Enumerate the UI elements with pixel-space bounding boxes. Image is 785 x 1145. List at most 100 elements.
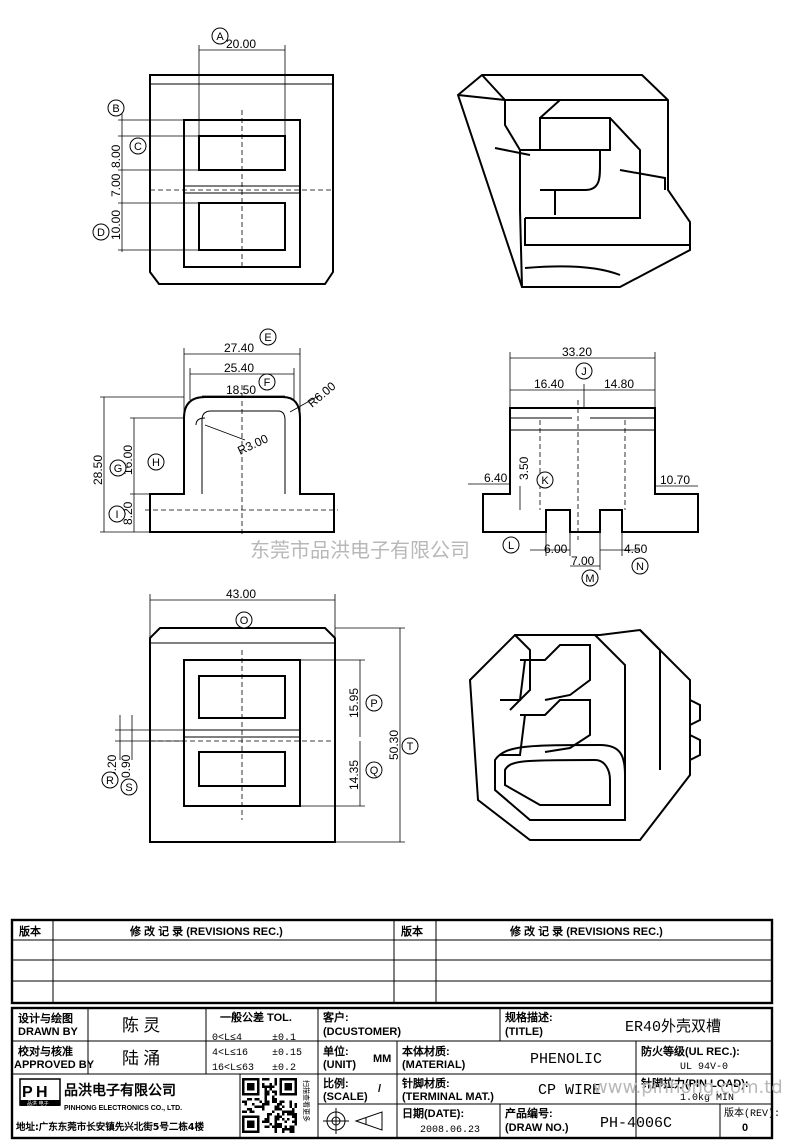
callout-r: R xyxy=(101,771,119,789)
label-unit-cn: 单位: xyxy=(323,1044,349,1058)
callout-h: H xyxy=(147,453,165,471)
scale-value: / xyxy=(378,1083,381,1095)
label-checked-en: APPROVED BY xyxy=(14,1059,95,1071)
dim-4-5: 4.50 xyxy=(624,542,648,556)
callout-n: N xyxy=(631,557,649,575)
label-material-en: (MATERIAL) xyxy=(402,1059,466,1071)
rev-col-rec-left: 修 改 记 录 (REVISIONS REC.) xyxy=(129,924,283,938)
tol-title: 一般公差 TOL. xyxy=(220,1010,292,1024)
label-checked-cn: 校对与核准 xyxy=(18,1044,73,1058)
label-terminal-cn: 针脚材质: xyxy=(402,1076,450,1090)
dim-25-4: 25.40 xyxy=(224,361,254,375)
label-drawno-en: (DRAW NO.) xyxy=(505,1122,569,1134)
top-view: 20.00 8.00 7.00 10.00 xyxy=(109,37,334,285)
dim-50-3: 50.30 xyxy=(387,730,401,760)
callout-letter: G xyxy=(114,463,123,475)
label-pin-cn: 针脚拉力(PIN LOAD): xyxy=(641,1076,749,1090)
qr-code-icon xyxy=(242,1078,297,1133)
dim-r3: R3.00 xyxy=(235,431,270,457)
tol-value-3: ±0.2 xyxy=(272,1063,296,1074)
callout-a: A xyxy=(211,27,229,45)
callout-letter: C xyxy=(134,141,142,153)
label-title-cn: 规格描述: xyxy=(505,1010,553,1024)
material-value: PHENOLIC xyxy=(530,1051,602,1068)
dim-0-9: 0.90 xyxy=(119,754,133,778)
callout-e: E xyxy=(259,328,277,346)
callout-letter: B xyxy=(112,103,119,115)
label-date-cn: 日期(DATE): xyxy=(402,1106,464,1120)
callout-j: J xyxy=(575,362,593,380)
callout-letter: F xyxy=(264,377,271,389)
unit-value: MM xyxy=(373,1053,391,1065)
rev-value: 0 xyxy=(742,1122,748,1134)
tol-value-1: ±0.1 xyxy=(272,1033,296,1044)
label-ul-cn: 防火等级(UL REC.): xyxy=(641,1044,740,1058)
projection-symbol-icon xyxy=(323,1108,383,1134)
callout-k: K xyxy=(536,471,554,489)
tol-range-1: 0<L≤4 xyxy=(212,1033,242,1044)
callout-letter: S xyxy=(125,782,132,794)
dim-28-5: 28.50 xyxy=(91,455,105,485)
rev-col-ver-left: 版本 xyxy=(19,924,41,938)
dim-7a: 7.00 xyxy=(109,173,123,197)
label-title-en: (TITLE) xyxy=(505,1026,543,1038)
logo-sub: 品洪 电子 xyxy=(27,1100,49,1107)
callout-t: T xyxy=(401,737,419,755)
dim-8: 8.00 xyxy=(109,144,123,168)
callout-letter: N xyxy=(636,561,644,573)
tol-range-2: 4<L≤16 xyxy=(212,1048,248,1059)
designer-name: 陈 灵 xyxy=(122,1016,160,1035)
terminal-value: CP WIRE xyxy=(538,1082,601,1099)
dim-14-35: 14.35 xyxy=(347,760,361,790)
callout-q: Q xyxy=(365,761,383,779)
dim-7b: 7.00 xyxy=(571,554,595,568)
iso-view-bottom xyxy=(468,628,701,841)
label-customer-cn: 客户: xyxy=(322,1010,349,1024)
callout-letter: O xyxy=(240,615,249,627)
tol-range-3: 16<L≤63 xyxy=(212,1063,254,1074)
label-customer-en: (DCUSTOMER) xyxy=(323,1026,401,1038)
callout-letter: K xyxy=(541,475,549,487)
callout-letter: D xyxy=(97,227,105,239)
callout-m: M xyxy=(581,569,599,587)
dim-8-2: 8.20 xyxy=(121,501,135,525)
callout-letter: R xyxy=(106,775,114,787)
callout-d: D xyxy=(92,223,110,241)
callout-i: I xyxy=(108,505,126,523)
iso-view-top xyxy=(456,74,691,288)
revisions-table: 版本 修 改 记 录 (REVISIONS REC.) 版本 修 改 记 录 (… xyxy=(10,918,774,1005)
dim-43: 43.00 xyxy=(226,587,256,601)
watermark-main: 东莞市品洪电子有限公司 xyxy=(250,538,470,562)
callout-c: C xyxy=(129,137,147,155)
dim-6-4: 6.40 xyxy=(484,471,508,485)
callout-o: O xyxy=(235,611,253,629)
callout-l: L xyxy=(502,536,520,554)
label-designed-cn: 设计与绘图 xyxy=(18,1011,73,1025)
dim-27-4: 27.40 xyxy=(224,341,254,355)
dim-6: 6.00 xyxy=(544,542,568,556)
rev-col-ver-right: 版本 xyxy=(401,924,423,938)
label-material-cn: 本体材质: xyxy=(402,1044,450,1058)
callout-s: S xyxy=(120,778,138,796)
company-name-cn: 品洪电子有限公司 xyxy=(64,1082,176,1099)
callout-letter: H xyxy=(152,457,160,469)
callout-letter: P xyxy=(370,698,377,710)
dim-r6: R6.00 xyxy=(305,379,339,411)
side-view: 33.20 16.40 14.80 6.40 3.50 10.70 6.00 7… xyxy=(468,345,699,570)
callout-g: G xyxy=(109,459,127,477)
callout-letter: L xyxy=(508,540,514,552)
label-designed-en: DRAWN BY xyxy=(18,1026,79,1038)
label-scale-en: (SCALE) xyxy=(323,1091,368,1103)
company-address: 地址:广东东莞市长安镇先兴北街5号二栋4楼 xyxy=(16,1121,205,1133)
title-block: 设计与绘图 DRAWN BY 陈 灵 校对与核准 APPROVED BY 陆 涌… xyxy=(10,1006,780,1140)
callout-letter: T xyxy=(407,741,414,753)
rev-col-rec-right: 修 改 记 录 (REVISIONS REC.) xyxy=(509,924,663,938)
pin-value: 1.0kg MIN xyxy=(680,1092,734,1104)
callout-letter: M xyxy=(585,573,594,585)
callout-letter: Q xyxy=(370,765,379,777)
callout-f: F xyxy=(258,373,276,391)
qr-note: 扫描查看更多 xyxy=(302,1080,311,1122)
dim-16-4: 16.40 xyxy=(534,377,564,391)
dim-3-5: 3.50 xyxy=(517,456,531,480)
